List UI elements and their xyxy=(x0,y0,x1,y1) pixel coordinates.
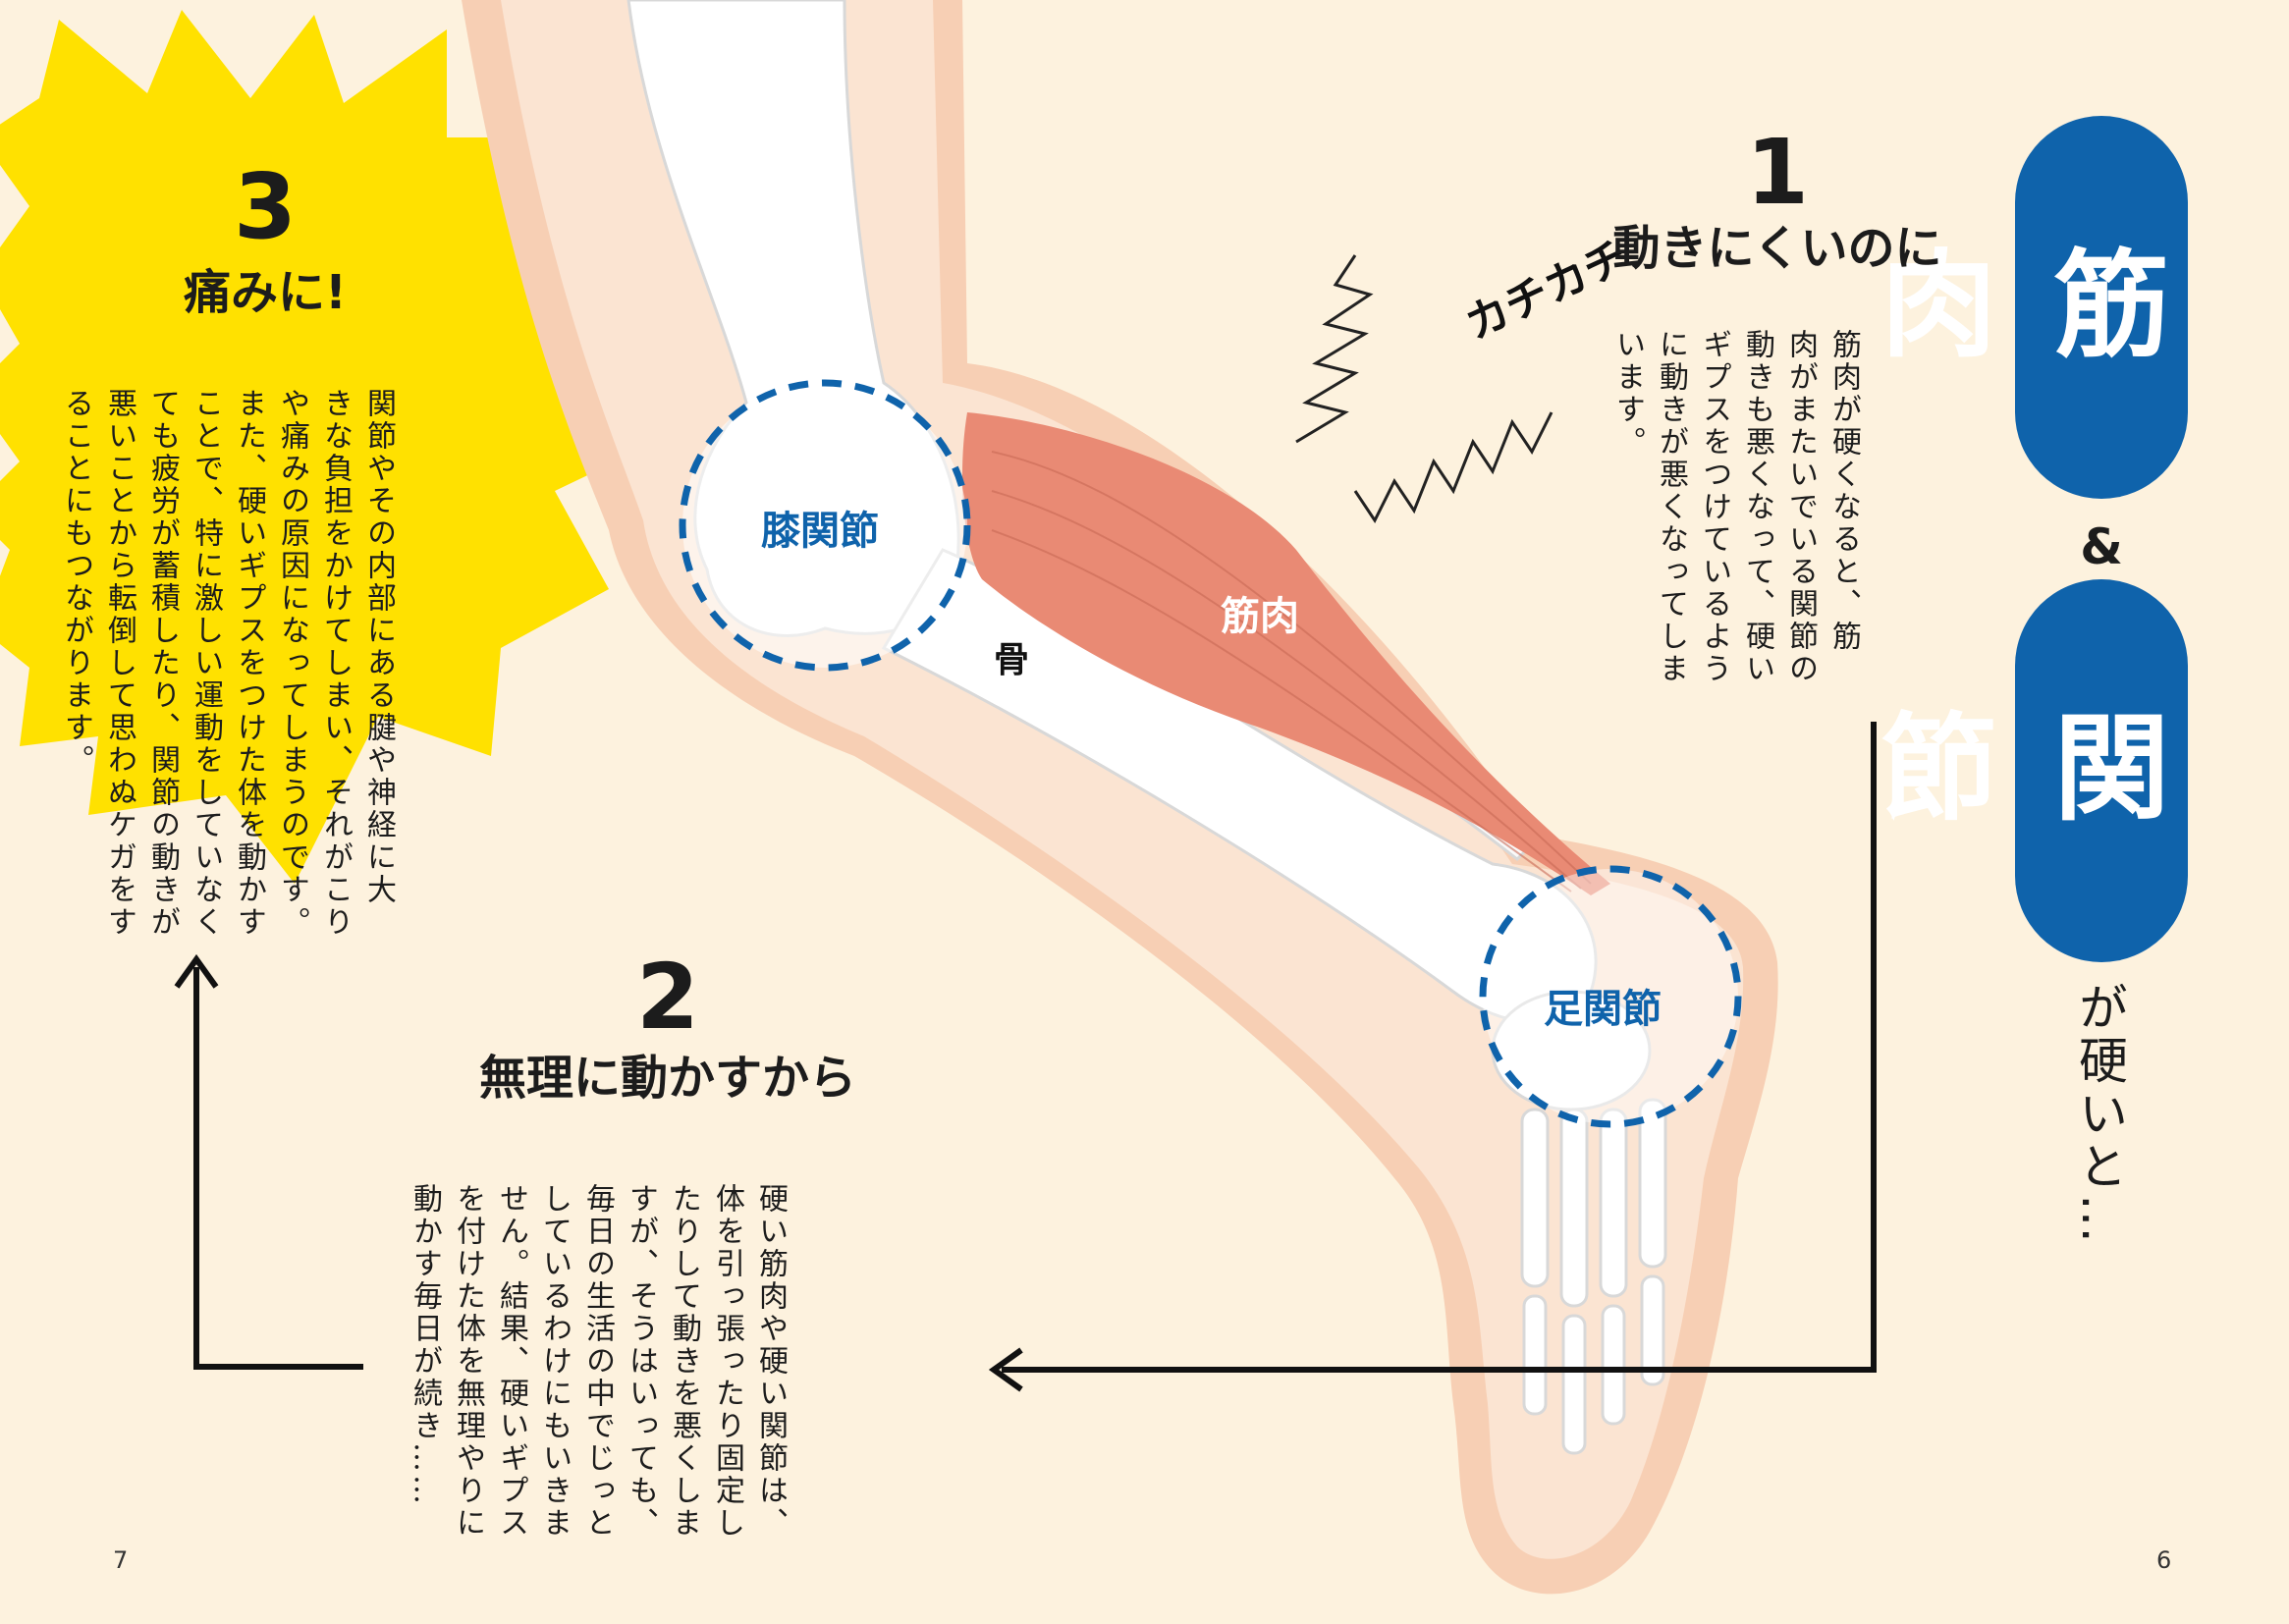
page-number-right: 6 xyxy=(2156,1546,2172,1574)
section-1-number: 1 xyxy=(1745,120,1809,225)
title-pill-muscle: 筋肉 xyxy=(1861,116,2188,499)
knee-joint-label: 膝関節 xyxy=(761,509,879,554)
knee-joint-circle xyxy=(679,379,971,672)
title-ampersand: & xyxy=(2080,518,2123,575)
arrow-1-to-2 xyxy=(1002,722,1877,1373)
bone-label: 骨 xyxy=(994,640,1030,680)
section-3-heading: 痛みに! xyxy=(184,265,347,320)
foot-bones xyxy=(1491,990,1667,1455)
arrow-2-to-3 xyxy=(193,967,363,1370)
ankle-joint-circle xyxy=(1479,865,1742,1128)
arrow-1-to-2-head xyxy=(988,1347,1023,1392)
section-2-body: 硬い筋肉や硬い関節は、 体を引っ張ったり固定し たりして動きを悪くしま すが、そ… xyxy=(408,1183,788,1540)
section-2-number: 2 xyxy=(635,945,699,1050)
arrow-2-to-3-head xyxy=(174,953,219,989)
page-number-left: 7 xyxy=(113,1546,129,1574)
title-tail: が硬いと… xyxy=(2071,982,2128,1247)
section-3-number: 3 xyxy=(233,154,297,259)
section-1-body: 筋肉が硬くなると、筋 肉がまたいでいる関節の 動きも悪くなって、硬い ギプスをつ… xyxy=(1610,329,1861,685)
muscle-label: 筋肉 xyxy=(1221,594,1299,639)
title-pill-joint: 関節 xyxy=(1861,579,2188,962)
ankle-joint-label: 足関節 xyxy=(1544,987,1662,1032)
section-3-body: 関節やその内部にある腱や神経に大 きな負担をかけてしまい、それがこり や痛みの原… xyxy=(59,388,396,939)
section-1-heading: 動きにくいのに xyxy=(1612,221,1942,276)
creak-zigzag-right xyxy=(1353,411,1553,523)
section-2-heading: 無理に動かすから xyxy=(478,1051,856,1106)
creak-zigzag-left xyxy=(1295,254,1374,444)
pain-burst-shape xyxy=(0,10,668,884)
